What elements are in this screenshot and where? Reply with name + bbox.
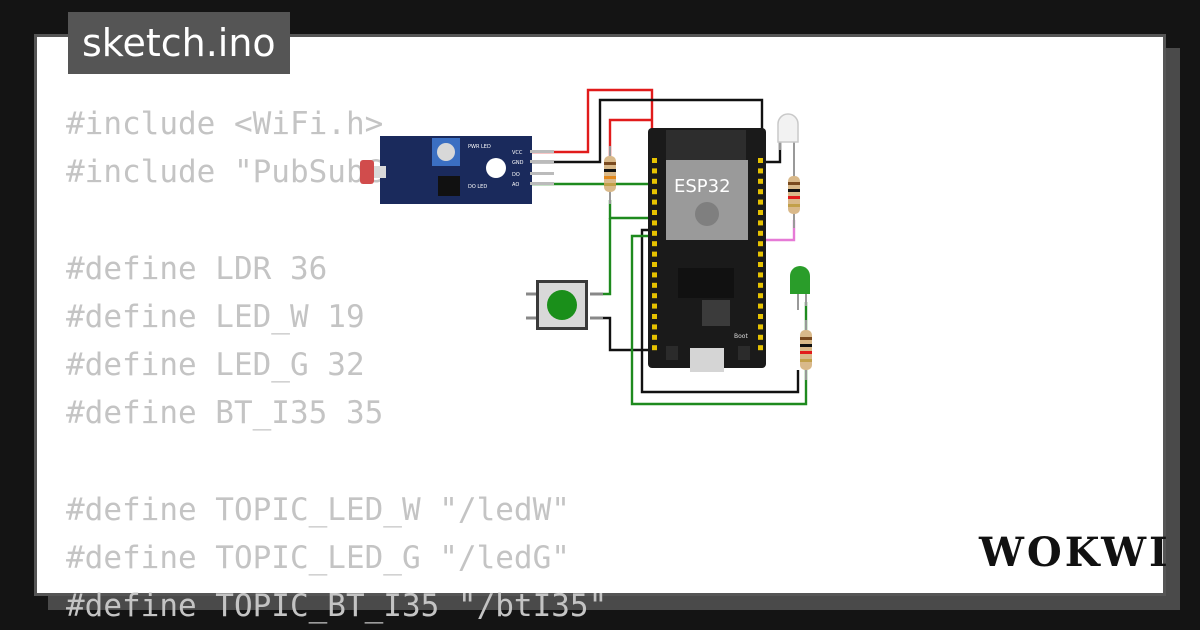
header-pin[interactable] bbox=[652, 241, 657, 247]
pwr-led-label: PWR LED bbox=[468, 144, 491, 150]
wire-red-3v3 bbox=[608, 118, 652, 160]
header-pin[interactable] bbox=[758, 168, 763, 174]
board-label: ESP32 bbox=[674, 176, 731, 197]
boot-label: Boot bbox=[734, 333, 748, 340]
push-button[interactable] bbox=[526, 280, 603, 330]
code-line: #define TOPIC_LED_W "/ledW" bbox=[66, 491, 570, 528]
header-pin[interactable] bbox=[758, 241, 763, 247]
header-pin[interactable] bbox=[758, 189, 763, 195]
circuit-diagram: VCC GND DO AO PWR LED DO LED ESP32 bbox=[360, 88, 812, 406]
pin-ao: AO bbox=[512, 182, 519, 188]
header-pin[interactable] bbox=[758, 282, 763, 288]
header-pin[interactable] bbox=[652, 189, 657, 195]
header-pin[interactable] bbox=[652, 158, 657, 163]
esp32-board[interactable]: ESP32 Boot bbox=[648, 128, 766, 372]
header-pin[interactable] bbox=[652, 178, 657, 184]
header-pin[interactable] bbox=[652, 334, 657, 340]
header-pin[interactable] bbox=[758, 293, 763, 299]
header-pin[interactable] bbox=[652, 282, 657, 288]
header-pin[interactable] bbox=[652, 230, 657, 236]
pin-gnd: GND bbox=[512, 160, 524, 166]
code-line: #include <WiFi.h> bbox=[66, 106, 384, 142]
wire-black-led-g bbox=[640, 228, 800, 394]
code-line: #define LED_W 19 bbox=[66, 298, 365, 335]
do-led-label: DO LED bbox=[468, 184, 487, 190]
wire-green-res bbox=[608, 200, 650, 220]
code-line: #define LED_G 32 bbox=[66, 346, 365, 383]
pin-vcc: VCC bbox=[512, 150, 523, 156]
header-pin[interactable] bbox=[758, 272, 763, 278]
header-pin[interactable] bbox=[652, 251, 657, 257]
header-pin[interactable] bbox=[652, 324, 657, 330]
resistor-white-led[interactable] bbox=[788, 154, 800, 228]
code-line: #define TOPIC_BT_I35 "/btI35" bbox=[66, 587, 608, 624]
header-pin[interactable] bbox=[652, 303, 657, 309]
header-pin[interactable] bbox=[652, 262, 657, 267]
header-pin[interactable] bbox=[758, 262, 763, 267]
pin-do: DO bbox=[512, 172, 520, 178]
header-pin[interactable] bbox=[652, 168, 657, 174]
wire-pink bbox=[764, 220, 796, 242]
wokwi-logo-text: WOKWI bbox=[978, 529, 1171, 576]
header-pin[interactable] bbox=[652, 210, 657, 215]
wokwi-logo: WOKWI bbox=[978, 529, 1168, 576]
header-pin[interactable] bbox=[652, 272, 657, 278]
header-pin[interactable] bbox=[758, 220, 763, 226]
led-white[interactable] bbox=[777, 113, 799, 154]
header-pin[interactable] bbox=[652, 220, 657, 226]
header-pin[interactable] bbox=[652, 199, 657, 205]
header-pin[interactable] bbox=[758, 324, 763, 330]
wire-black-btn bbox=[603, 316, 652, 352]
header-pin[interactable] bbox=[652, 314, 657, 319]
code-line: #define LDR 36 bbox=[66, 250, 328, 287]
header-pin[interactable] bbox=[758, 314, 763, 319]
led-green[interactable] bbox=[790, 266, 810, 310]
header-pin[interactable] bbox=[758, 178, 763, 184]
header-pin[interactable] bbox=[758, 303, 763, 309]
header-pin[interactable] bbox=[758, 210, 763, 215]
pins-right bbox=[758, 158, 763, 351]
header-pin[interactable] bbox=[758, 251, 763, 257]
resistor-ldr[interactable] bbox=[604, 146, 616, 204]
header-pin[interactable] bbox=[758, 345, 763, 351]
header-pin[interactable] bbox=[758, 334, 763, 340]
header-pin[interactable] bbox=[758, 199, 763, 205]
file-tab[interactable]: sketch.ino bbox=[68, 12, 290, 74]
header-pin[interactable] bbox=[652, 345, 657, 351]
header-pin[interactable] bbox=[758, 230, 763, 236]
header-pin[interactable] bbox=[652, 293, 657, 299]
code-line bbox=[66, 437, 966, 485]
resistor-green-led[interactable] bbox=[800, 320, 812, 380]
code-line: #define BT_I35 35 bbox=[66, 395, 384, 432]
wire-green-btn bbox=[603, 218, 612, 296]
pins-left bbox=[652, 158, 657, 351]
wire-black-gnd bbox=[530, 98, 764, 164]
wire-red-vcc bbox=[530, 88, 654, 160]
code-line: #define TOPIC_LED_G "/ledG" bbox=[66, 539, 570, 576]
ldr-module[interactable]: VCC GND DO AO PWR LED DO LED bbox=[360, 136, 554, 204]
header-pin[interactable] bbox=[758, 158, 763, 163]
